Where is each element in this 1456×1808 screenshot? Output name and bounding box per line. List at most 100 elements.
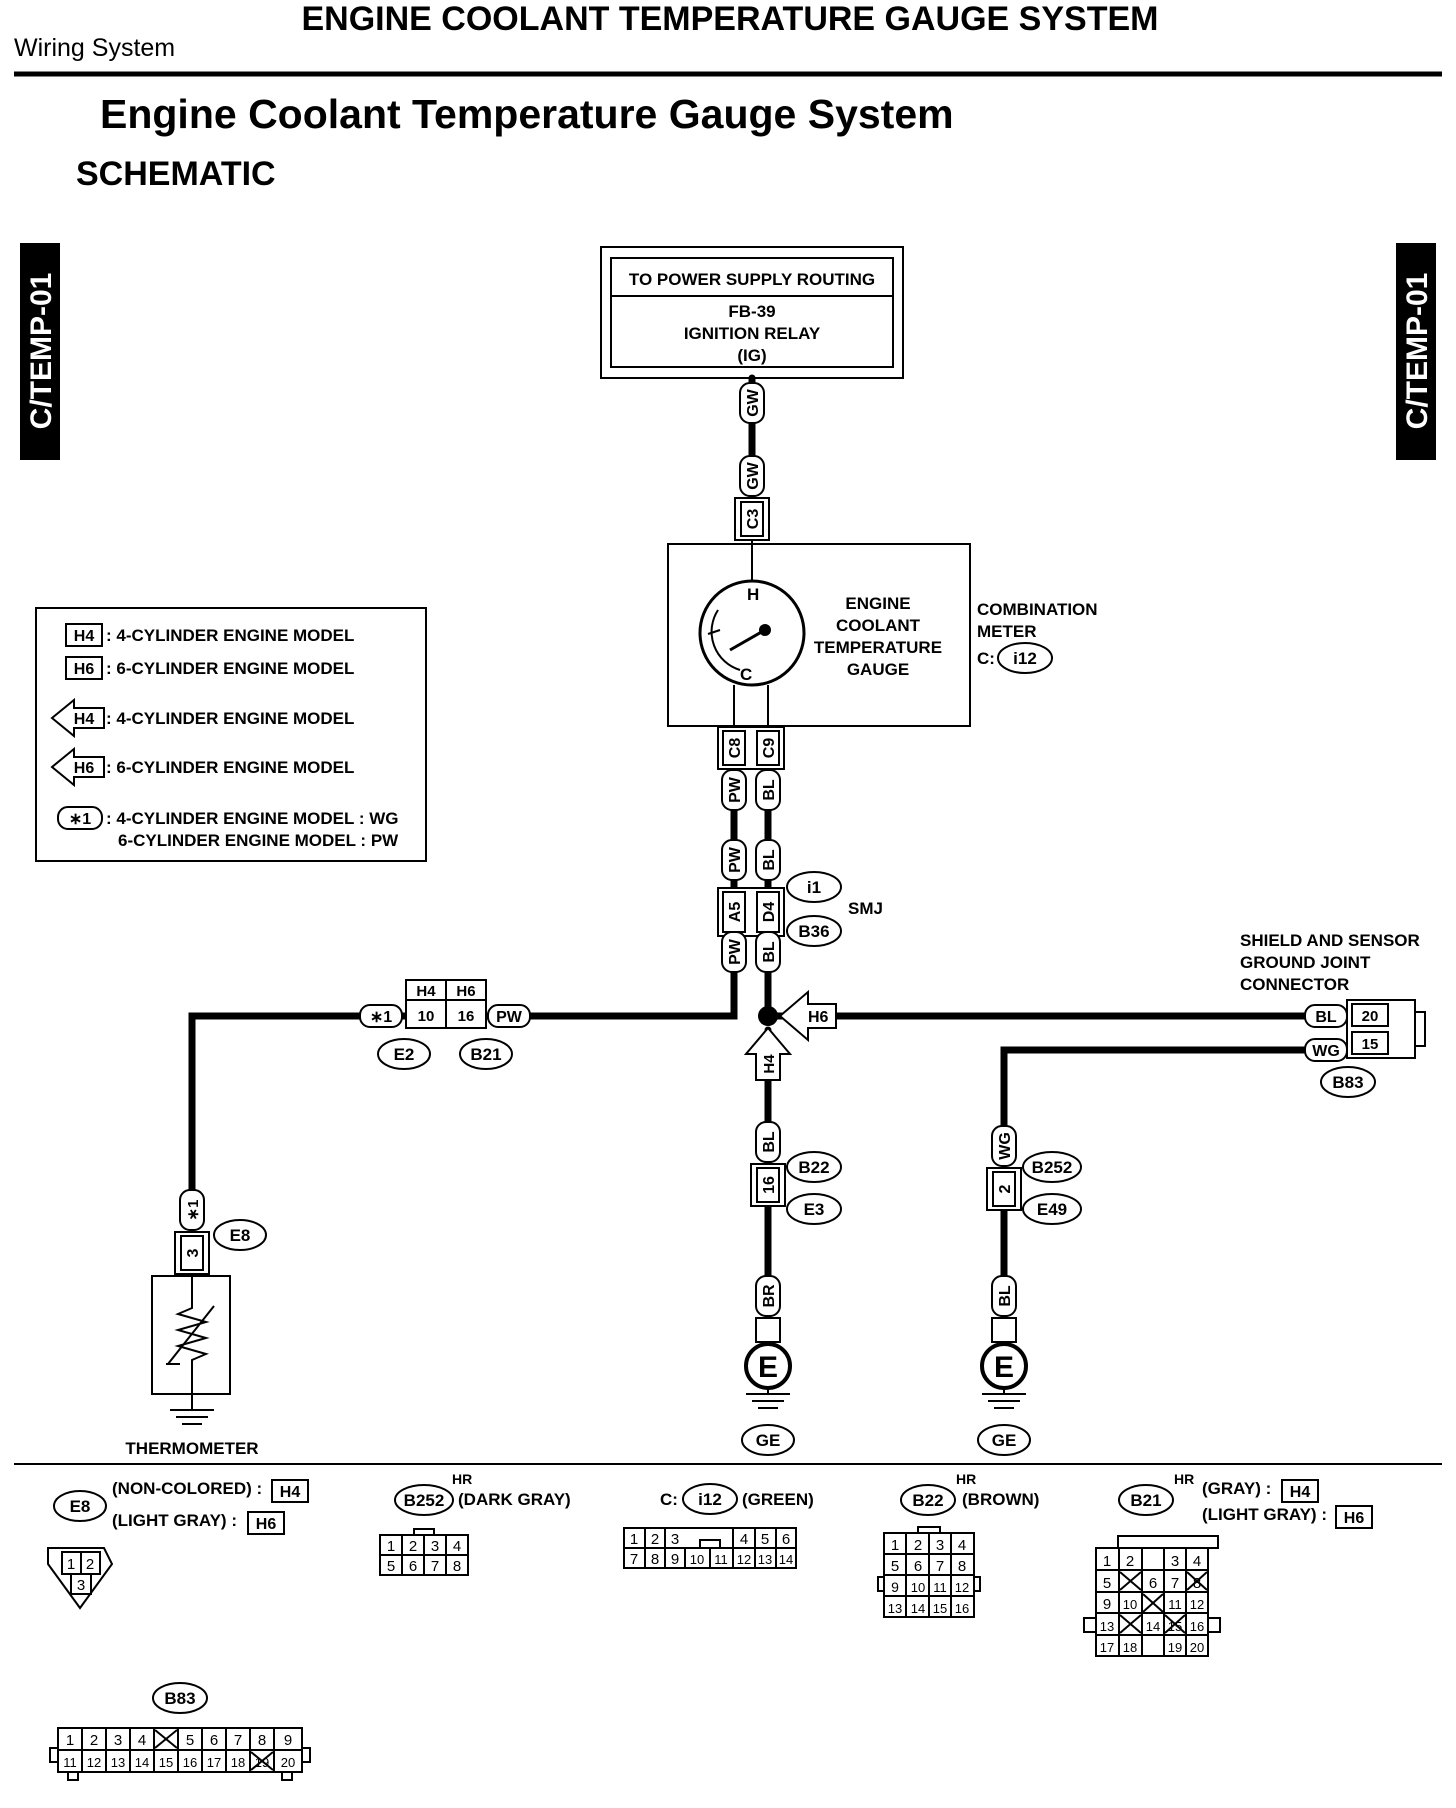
power-routing-label: TO POWER SUPPLY ROUTING <box>629 270 875 289</box>
svg-text:2: 2 <box>997 1184 1014 1193</box>
svg-text:13: 13 <box>888 1601 902 1616</box>
svg-text:BL: BL <box>1315 1009 1337 1026</box>
connector-e2: E2 <box>377 1038 431 1070</box>
svg-text:3: 3 <box>114 1732 122 1749</box>
connector-b36: B36 <box>786 915 842 947</box>
wire-label-pw-1: PW <box>721 769 747 811</box>
connector-b21: B21 <box>459 1038 513 1070</box>
connector-e3: E3 <box>786 1193 842 1225</box>
svg-text:7: 7 <box>1171 1575 1179 1592</box>
connector-b83: B83 <box>1320 1066 1376 1098</box>
svg-text:14: 14 <box>911 1601 925 1616</box>
svg-text:8: 8 <box>258 1732 266 1749</box>
legend-row-1: : 4-CYLINDER ENGINE MODEL <box>106 626 354 645</box>
svg-text:4: 4 <box>1193 1553 1201 1570</box>
svg-text:WG: WG <box>997 1132 1014 1160</box>
svg-text:2: 2 <box>409 1538 417 1555</box>
svg-text:HR: HR <box>452 1471 472 1487</box>
svg-text:15: 15 <box>933 1601 947 1616</box>
meter-conn-prefix: C: <box>977 649 995 668</box>
svg-text:H6: H6 <box>74 661 95 678</box>
svg-text:2: 2 <box>90 1732 98 1749</box>
svg-text:C/TEMP-01: C/TEMP-01 <box>1401 273 1434 430</box>
svg-text:2: 2 <box>651 1531 659 1548</box>
svg-text:BL: BL <box>997 1285 1014 1307</box>
svg-text:D4: D4 <box>761 902 778 923</box>
thermometer-label: THERMOMETER <box>125 1439 258 1458</box>
h4-arrow: H4 <box>743 1026 793 1081</box>
legend-row-4: : 6-CYLINDER ENGINE MODEL <box>106 758 354 777</box>
svg-text:A5: A5 <box>727 902 744 923</box>
svg-text:5: 5 <box>1103 1575 1111 1592</box>
fb39-label: FB-39 <box>728 302 775 321</box>
svg-text:10: 10 <box>911 1580 925 1595</box>
svg-text:B83: B83 <box>1332 1073 1363 1092</box>
wire-label-star1-left: ∗1 <box>359 1004 403 1028</box>
svg-text:17: 17 <box>207 1755 221 1770</box>
svg-text:14: 14 <box>779 1552 793 1567</box>
svg-text:E: E <box>758 1351 778 1384</box>
svg-text:15: 15 <box>1168 1619 1182 1634</box>
svg-text:E49: E49 <box>1037 1200 1067 1219</box>
svg-text:PW: PW <box>727 846 744 873</box>
wire-label-gw-lower: GW <box>739 455 765 497</box>
pin-3-thermo: 3 <box>174 1231 210 1275</box>
svg-text:7: 7 <box>936 1558 944 1575</box>
connector-b252: B252 <box>1022 1151 1082 1183</box>
wire-label-pw-2: PW <box>721 839 747 881</box>
svg-text:H6: H6 <box>808 1009 829 1026</box>
ground-terminal-center: E <box>744 1317 792 1409</box>
svg-text:(BROWN): (BROWN) <box>962 1490 1039 1509</box>
pin-a5-d4: A5 D4 <box>717 887 785 937</box>
svg-text:E8: E8 <box>70 1497 91 1516</box>
pin-2-right: 2 <box>986 1167 1022 1211</box>
svg-text:13: 13 <box>1100 1619 1114 1634</box>
legend-row-5a: : 4-CYLINDER ENGINE MODEL : WG <box>106 809 398 828</box>
svg-text:HR: HR <box>956 1471 976 1487</box>
side-tab-right: C/TEMP-01 <box>1396 243 1436 460</box>
svg-text:7: 7 <box>234 1732 242 1749</box>
svg-text:C9: C9 <box>761 738 778 759</box>
svg-text:1: 1 <box>630 1531 638 1548</box>
side-tab-left: C/TEMP-01 <box>20 243 60 460</box>
wire-label-bl-right: BL <box>991 1275 1017 1317</box>
svg-text:12: 12 <box>955 1580 969 1595</box>
svg-text:PW: PW <box>727 776 744 803</box>
svg-text:B22: B22 <box>798 1158 829 1177</box>
svg-text:17: 17 <box>1100 1640 1114 1655</box>
svg-text:4: 4 <box>958 1537 966 1554</box>
svg-text:19: 19 <box>1168 1640 1182 1655</box>
svg-text:∗1: ∗1 <box>185 1200 202 1221</box>
svg-text:(GREEN): (GREEN) <box>742 1490 814 1509</box>
gauge-label-4: GAUGE <box>847 660 909 679</box>
svg-text:i12: i12 <box>1013 649 1037 668</box>
ig-label: (IG) <box>737 346 766 365</box>
pin-16-center: 16 <box>750 1163 786 1207</box>
connector-i12: i12 <box>997 642 1053 674</box>
svg-text:2: 2 <box>914 1537 922 1554</box>
svg-text:10: 10 <box>690 1552 704 1567</box>
svg-text:2: 2 <box>86 1556 94 1573</box>
combination-meter-label-1: COMBINATION <box>977 600 1098 619</box>
svg-text:E2: E2 <box>394 1045 415 1064</box>
svg-text:H6: H6 <box>1344 1510 1365 1527</box>
svg-text:(LIGHT GRAY) :: (LIGHT GRAY) : <box>112 1511 237 1530</box>
schematic-label: SCHEMATIC <box>76 155 276 193</box>
shield-label-3: CONNECTOR <box>1240 975 1349 994</box>
svg-text:20: 20 <box>281 1755 295 1770</box>
svg-text:(LIGHT GRAY) :: (LIGHT GRAY) : <box>1202 1505 1327 1524</box>
svg-text:5: 5 <box>761 1531 769 1548</box>
svg-text:16: 16 <box>955 1601 969 1616</box>
svg-text:6: 6 <box>914 1558 922 1575</box>
svg-text:C3: C3 <box>745 509 762 530</box>
svg-text:H6: H6 <box>74 760 95 777</box>
svg-text:H6: H6 <box>256 1516 277 1533</box>
connector-i1: i1 <box>786 871 842 903</box>
svg-text:9: 9 <box>891 1579 899 1595</box>
section-label: Wiring System <box>14 34 175 62</box>
svg-text:E: E <box>994 1351 1014 1384</box>
svg-text:H4: H4 <box>1290 1484 1311 1501</box>
